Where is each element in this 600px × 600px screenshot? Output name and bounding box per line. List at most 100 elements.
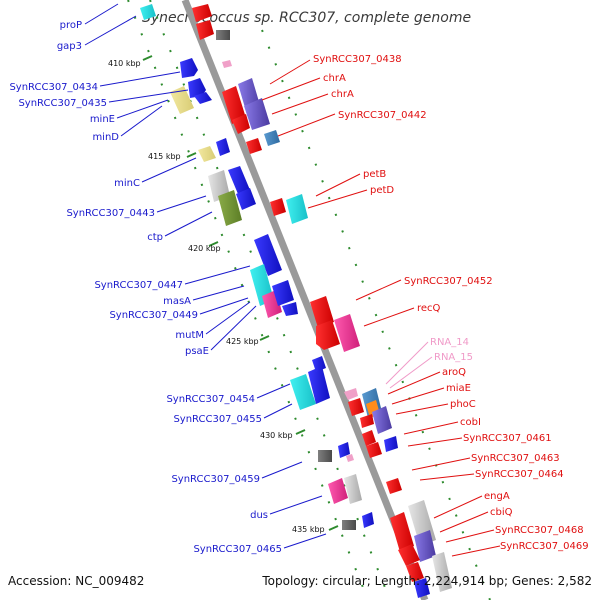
gene-block (372, 406, 392, 434)
gene-label: SynRCC307_0438 (313, 54, 402, 65)
gene-arrow (366, 442, 382, 458)
gene-label: gap3 (57, 41, 82, 52)
scale-label: 410 kbp (108, 59, 141, 68)
gene-block (342, 520, 356, 530)
rna-marker (222, 60, 232, 68)
gene-features (140, 4, 452, 598)
accession-text: Accession: NC_009482 (8, 574, 144, 588)
gene-arrow (140, 4, 156, 20)
gene-arrow (348, 398, 364, 416)
topology-text: Topology: circular; Length: 2,224,914 bp… (261, 574, 592, 588)
gene-label: engA (484, 491, 510, 502)
scale-label: 430 kbp (260, 431, 293, 440)
gene-arrow (272, 280, 294, 306)
gene-arrow (312, 356, 326, 372)
rna-marker (344, 388, 358, 400)
gene-block (432, 552, 452, 592)
gene-label: SynRCC307_0442 (338, 110, 427, 121)
gene-label: cobI (460, 417, 481, 428)
left-labels: proP gap3 SynRCC307_0434 SynRCC307_0435 … (9, 20, 282, 555)
gene-label: miaE (446, 383, 471, 394)
scale-label: 425 kbp (226, 337, 259, 346)
gene-label: chrA (323, 73, 346, 84)
gene-block (244, 98, 270, 130)
gene-arrow (362, 512, 374, 528)
gene-block (218, 190, 242, 226)
gene-arrow (386, 478, 402, 494)
gene-label: proP (60, 20, 82, 31)
gene-label: SynRCC307_0461 (463, 433, 552, 444)
gene-label: minE (90, 114, 115, 125)
gene-block (344, 474, 362, 504)
gene-label: phoC (450, 399, 476, 410)
gene-arrow (270, 198, 286, 216)
gene-label: ctp (147, 232, 163, 243)
gene-label: SynRCC307_0455 (173, 414, 262, 425)
gene-arrow (282, 302, 298, 316)
gene-arrow (360, 414, 374, 428)
leader-lines-rna (385, 341, 433, 389)
gene-block (414, 530, 436, 562)
rna-label: RNA_15 (434, 352, 473, 363)
gene-label: SynRCC307_0452 (404, 276, 493, 287)
gene-arrow (246, 138, 262, 154)
gene-label: SynRCC307_0435 (18, 98, 107, 109)
scale-label: 435 kbp (292, 525, 325, 534)
rna-label: RNA_14 (430, 337, 469, 348)
gene-block (264, 130, 280, 146)
gene-block (310, 296, 334, 328)
gene-arrow (254, 234, 282, 276)
leader-lines-right (261, 59, 501, 557)
gene-arrow (236, 188, 256, 210)
genome-backbone (181, 0, 429, 600)
gene-label: minC (114, 178, 140, 189)
gene-arrow (362, 430, 376, 446)
gene-label: SynRCC307_0454 (166, 394, 255, 405)
gene-label: SynRCC307_0463 (471, 453, 560, 464)
gene-arrow (398, 544, 420, 566)
gene-arrow (194, 92, 212, 104)
gene-block (198, 146, 216, 162)
gene-label: mutM (175, 330, 204, 341)
gene-label: masA (163, 296, 191, 307)
gene-label: SynRCC307_0465 (193, 544, 282, 555)
gene-block (318, 450, 332, 462)
gene-label: psaE (185, 346, 209, 357)
gene-block (390, 512, 414, 552)
gene-label: chrA (331, 89, 354, 100)
gene-arrow (232, 114, 250, 134)
gene-block (216, 30, 230, 40)
gene-block (328, 478, 348, 504)
gene-label: recQ (417, 303, 441, 314)
gene-arrow (216, 138, 230, 156)
gene-label: aroQ (442, 367, 466, 378)
gene-label: petB (363, 169, 386, 180)
gene-arrow (188, 78, 206, 98)
rna-marker (346, 454, 354, 462)
gene-block (222, 86, 246, 124)
gene-arrow (180, 58, 198, 78)
gene-label: SynRCC307_0447 (94, 280, 183, 291)
gene-label: minD (92, 132, 119, 143)
gene-label: SynRCC307_0459 (171, 474, 260, 485)
tick-tracks (127, 0, 491, 600)
gene-label: petD (370, 185, 394, 196)
gene-block (286, 194, 308, 224)
gene-arrow (384, 436, 398, 452)
gene-arrow (338, 442, 350, 458)
scale-ticks (142, 55, 339, 531)
gene-label: SynRCC307_0434 (9, 82, 98, 93)
gene-label: SynRCC307_0449 (109, 310, 198, 321)
gene-arrow (414, 578, 430, 598)
gene-arrow (316, 320, 340, 350)
gene-block (290, 374, 316, 410)
right-labels: SynRCC307_0438 chrA chrA SynRCC307_0442 … (313, 54, 589, 552)
gene-label: cbiQ (490, 507, 513, 518)
gene-arrow (192, 4, 212, 22)
gene-label: SynRCC307_0443 (66, 208, 155, 219)
gene-arrow (406, 562, 424, 582)
gene-block (334, 314, 360, 352)
gene-label: SynRCC307_0468 (495, 525, 584, 536)
leader-lines-left (84, 3, 327, 549)
